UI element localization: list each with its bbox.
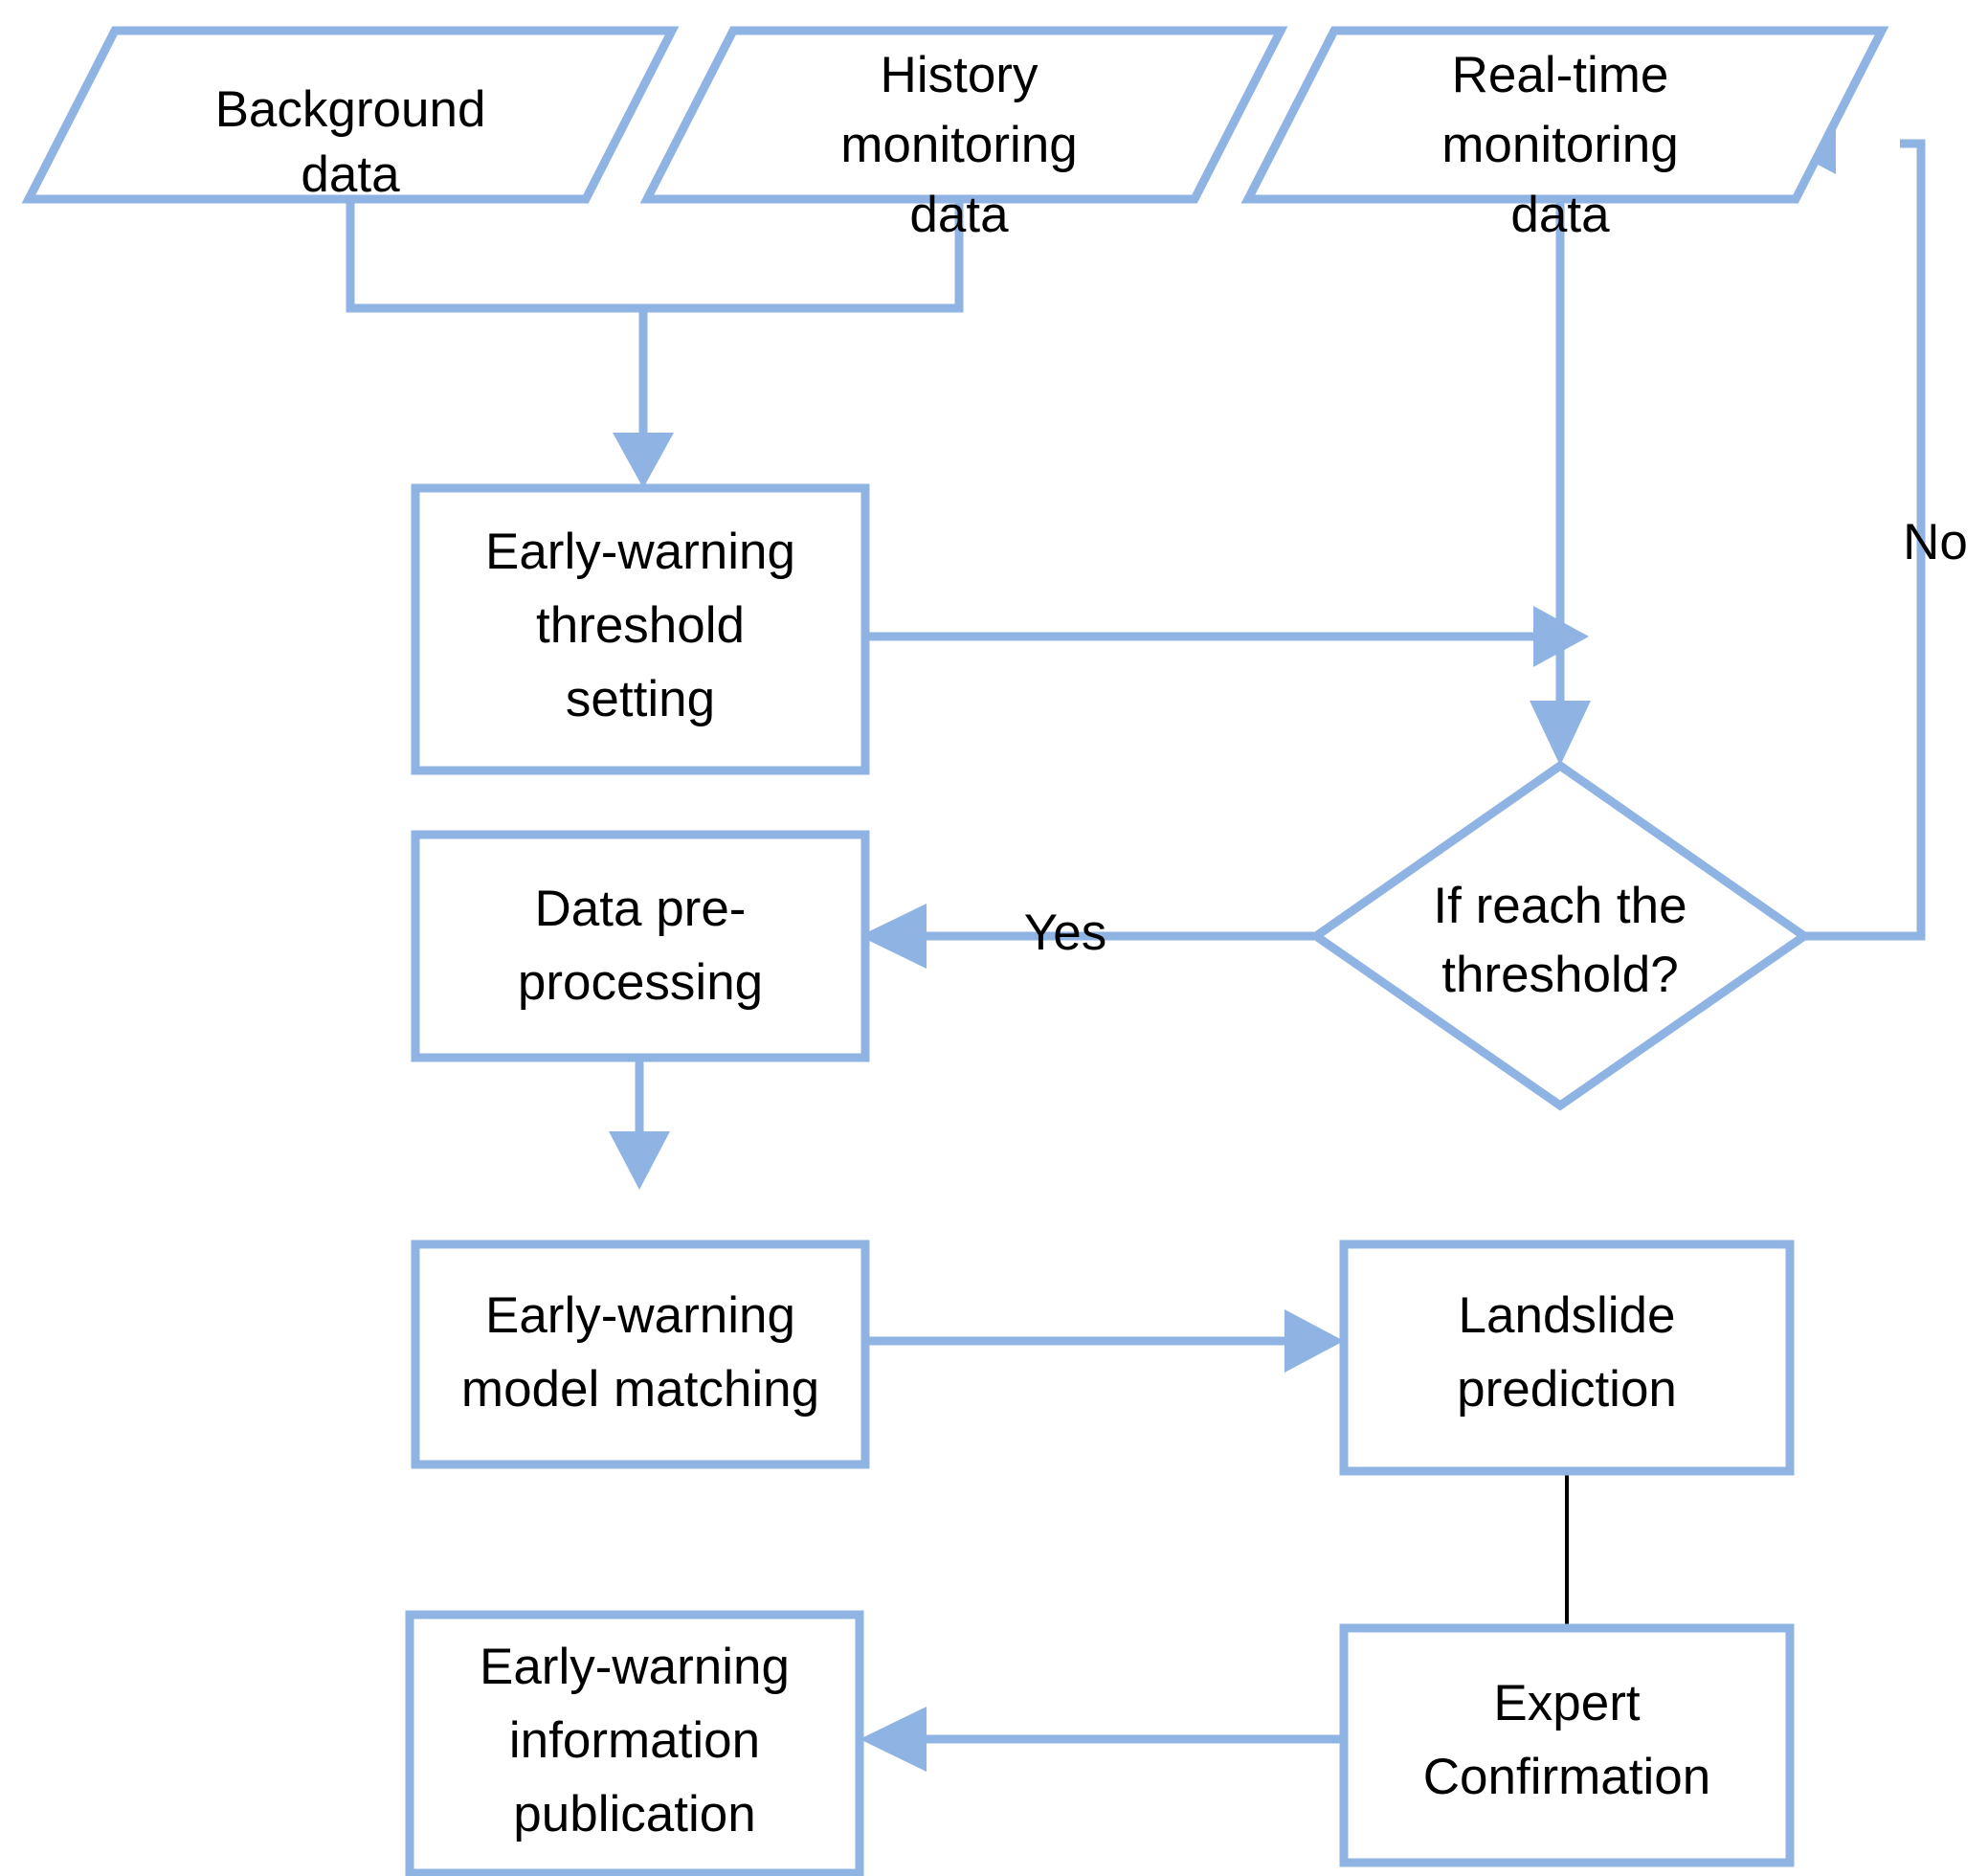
no-label: No — [1903, 514, 1968, 570]
node-history-monitoring-data[interactable]: History monitoring data — [639, 26, 1288, 243]
node-realtime-line-0: Real-time — [1452, 47, 1669, 103]
node-matching-line-0: Early-warning — [485, 1287, 795, 1344]
node-background-data-line-1: data — [301, 146, 400, 203]
node-prediction-line-1: prediction — [1457, 1361, 1677, 1418]
node-publication-line-0: Early-warning — [480, 1639, 790, 1695]
node-decision-line-0: If reach the — [1433, 878, 1686, 934]
node-prediction-line-0: Landslide — [1459, 1287, 1676, 1344]
node-landslide-prediction[interactable]: Landslide prediction — [1339, 1240, 1795, 1476]
node-preprocessing-line-1: processing — [518, 954, 763, 1011]
edge-threshold-to-decision — [866, 606, 1589, 667]
edge-label-no: No — [1903, 514, 1968, 570]
node-expert-confirmation[interactable]: Expert Confirmation — [1339, 1623, 1795, 1867]
node-model-matching[interactable]: Early-warning model matching — [411, 1240, 870, 1469]
node-background-data[interactable]: Background data — [21, 26, 680, 204]
node-threshold-line-2: setting — [566, 671, 715, 727]
node-information-publication[interactable]: Early-warning information publication — [405, 1610, 864, 1876]
node-background-data-line-0: Background — [215, 81, 486, 138]
node-realtime-line-2: data — [1510, 187, 1610, 243]
node-reach-threshold-decision[interactable]: If reach the threshold? — [1308, 760, 1812, 1111]
node-realtime-monitoring-data[interactable]: Real-time monitoring data — [1240, 26, 1889, 243]
edge-preprocessing-to-matching — [609, 1058, 670, 1190]
edge-expert-to-publication — [860, 1707, 1340, 1772]
node-history-line-1: monitoring — [840, 117, 1077, 173]
node-threshold-line-0: Early-warning — [485, 524, 795, 580]
node-realtime-line-1: monitoring — [1441, 117, 1678, 173]
edge-background-to-threshold — [346, 199, 648, 316]
node-history-line-2: data — [909, 187, 1009, 243]
node-data-preprocessing[interactable]: Data pre- processing — [411, 830, 870, 1062]
node-preprocessing-line-0: Data pre- — [535, 881, 747, 937]
node-expert-line-0: Expert — [1493, 1675, 1640, 1731]
edge-realtime-to-decision — [1530, 199, 1591, 766]
edge-decision-no-loop — [1778, 113, 1926, 941]
node-history-line-0: History — [881, 47, 1039, 103]
edge-merge-to-threshold — [613, 308, 674, 488]
edge-label-yes: Yes — [1024, 904, 1106, 961]
edge-matching-to-prediction — [866, 1309, 1344, 1373]
node-publication-line-1: information — [509, 1712, 760, 1769]
node-expert-line-1: Confirmation — [1423, 1749, 1710, 1805]
yes-label: Yes — [1024, 904, 1106, 961]
edge-decision-yes — [860, 904, 1316, 969]
node-publication-line-2: publication — [513, 1786, 755, 1842]
edge-history-to-threshold — [643, 199, 964, 313]
node-matching-line-1: model matching — [461, 1361, 819, 1418]
node-threshold-setting[interactable]: Early-warning threshold setting — [411, 483, 870, 775]
node-threshold-line-1: threshold — [536, 597, 745, 654]
node-decision-line-1: threshold? — [1441, 947, 1679, 1003]
